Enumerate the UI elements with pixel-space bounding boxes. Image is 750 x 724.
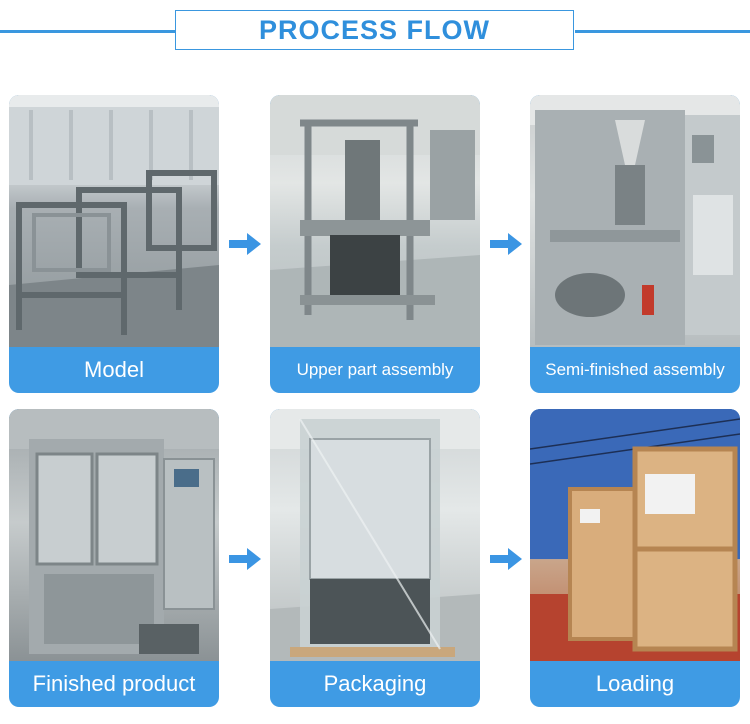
step-card-finished-product: Finished product <box>9 409 219 707</box>
step-card-upper-part-assembly: Upper part assembly <box>270 95 480 393</box>
right-arrow-icon <box>490 548 522 570</box>
step-caption: Model <box>84 357 144 382</box>
packaging-photo <box>270 409 480 661</box>
step-card-loading: Loading <box>530 409 740 707</box>
loading-photo <box>530 409 740 661</box>
title-banner: PROCESS FLOW <box>175 10 574 50</box>
step-caption: Upper part assembly <box>296 360 454 379</box>
step-caption: Semi-finished assembly <box>545 360 725 379</box>
step-caption: Finished product <box>32 671 196 696</box>
finished-product-photo <box>9 409 219 661</box>
step-caption: Packaging <box>323 671 427 696</box>
step-card-semi-finished-assembly: Semi-finished assembly <box>530 95 740 393</box>
upper-assembly-photo <box>270 95 480 347</box>
page-title: PROCESS FLOW <box>258 14 490 45</box>
semi-finished-photo <box>530 95 740 347</box>
model-photo <box>9 95 219 347</box>
step-card-packaging: Packaging <box>270 409 480 707</box>
title-rule-right <box>575 30 750 33</box>
right-arrow-icon <box>490 233 522 255</box>
title-rule-left <box>0 30 177 33</box>
right-arrow-icon <box>229 548 261 570</box>
step-card-model: Model <box>9 95 219 393</box>
right-arrow-icon <box>229 233 261 255</box>
step-caption: Loading <box>595 671 675 696</box>
